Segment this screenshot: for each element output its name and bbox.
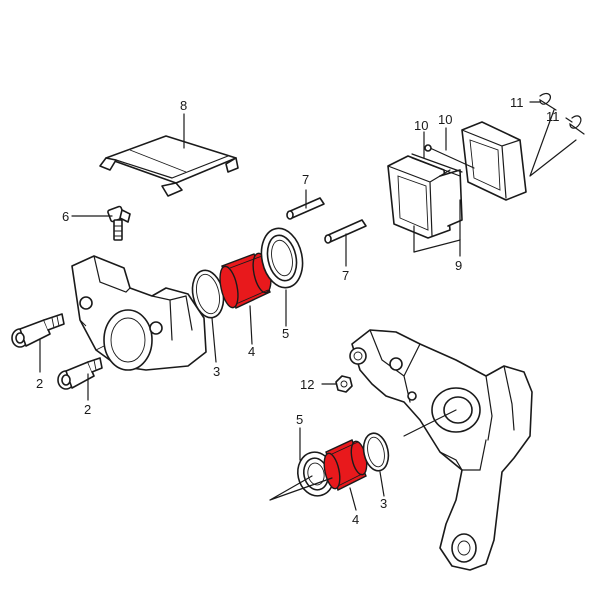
label-part-4-upper: 4 bbox=[248, 344, 255, 359]
label-part-5-lower: 5 bbox=[296, 412, 303, 427]
part-2-bolt-lower bbox=[57, 357, 103, 390]
label-part-3-lower: 3 bbox=[380, 496, 387, 511]
part-12-nut bbox=[335, 375, 353, 393]
part-2-bolt-upper bbox=[11, 313, 65, 348]
part-4-piston-lower bbox=[323, 439, 368, 491]
label-part-10-a: 10 bbox=[414, 118, 428, 133]
label-part-7-lower: 7 bbox=[342, 268, 349, 283]
label-part-4-lower: 4 bbox=[352, 512, 359, 527]
part-3-seal-lower bbox=[362, 432, 390, 472]
part-5-dust-seal-upper bbox=[260, 227, 304, 289]
label-part-8: 8 bbox=[180, 98, 187, 113]
part-10-pin-a bbox=[411, 153, 463, 177]
part-9-pad-rear bbox=[461, 121, 527, 201]
label-part-2-lower: 2 bbox=[84, 402, 91, 417]
part-4-piston-upper bbox=[219, 252, 272, 309]
label-part-11-a: 11 bbox=[510, 95, 524, 110]
part-10-pin-b bbox=[424, 144, 475, 169]
part-11-clip-b bbox=[569, 115, 585, 135]
part-11-clip-a bbox=[539, 92, 557, 111]
part-7-pin-lower bbox=[324, 219, 367, 244]
caliper-body-half bbox=[71, 255, 207, 371]
label-part-10-b: 10 bbox=[438, 112, 452, 127]
label-part-9: 9 bbox=[455, 258, 462, 273]
label-part-11-b: 11 bbox=[546, 109, 560, 124]
leader-lines bbox=[39, 101, 577, 511]
label-part-2-upper: 2 bbox=[36, 376, 43, 391]
label-part-7-upper: 7 bbox=[302, 172, 309, 187]
label-part-6: 6 bbox=[62, 209, 69, 224]
part-8-pad-spring bbox=[99, 135, 239, 197]
part-6-bleed-screw bbox=[107, 205, 131, 241]
part-9-pad-front bbox=[387, 155, 463, 239]
part-labels: 2 2 3 4 5 6 7 7 8 9 10 10 11 11 12 5 4 3 bbox=[36, 95, 560, 527]
label-part-5-upper: 5 bbox=[282, 326, 289, 341]
label-part-12: 12 bbox=[300, 377, 314, 392]
label-part-3-upper: 3 bbox=[213, 364, 220, 379]
